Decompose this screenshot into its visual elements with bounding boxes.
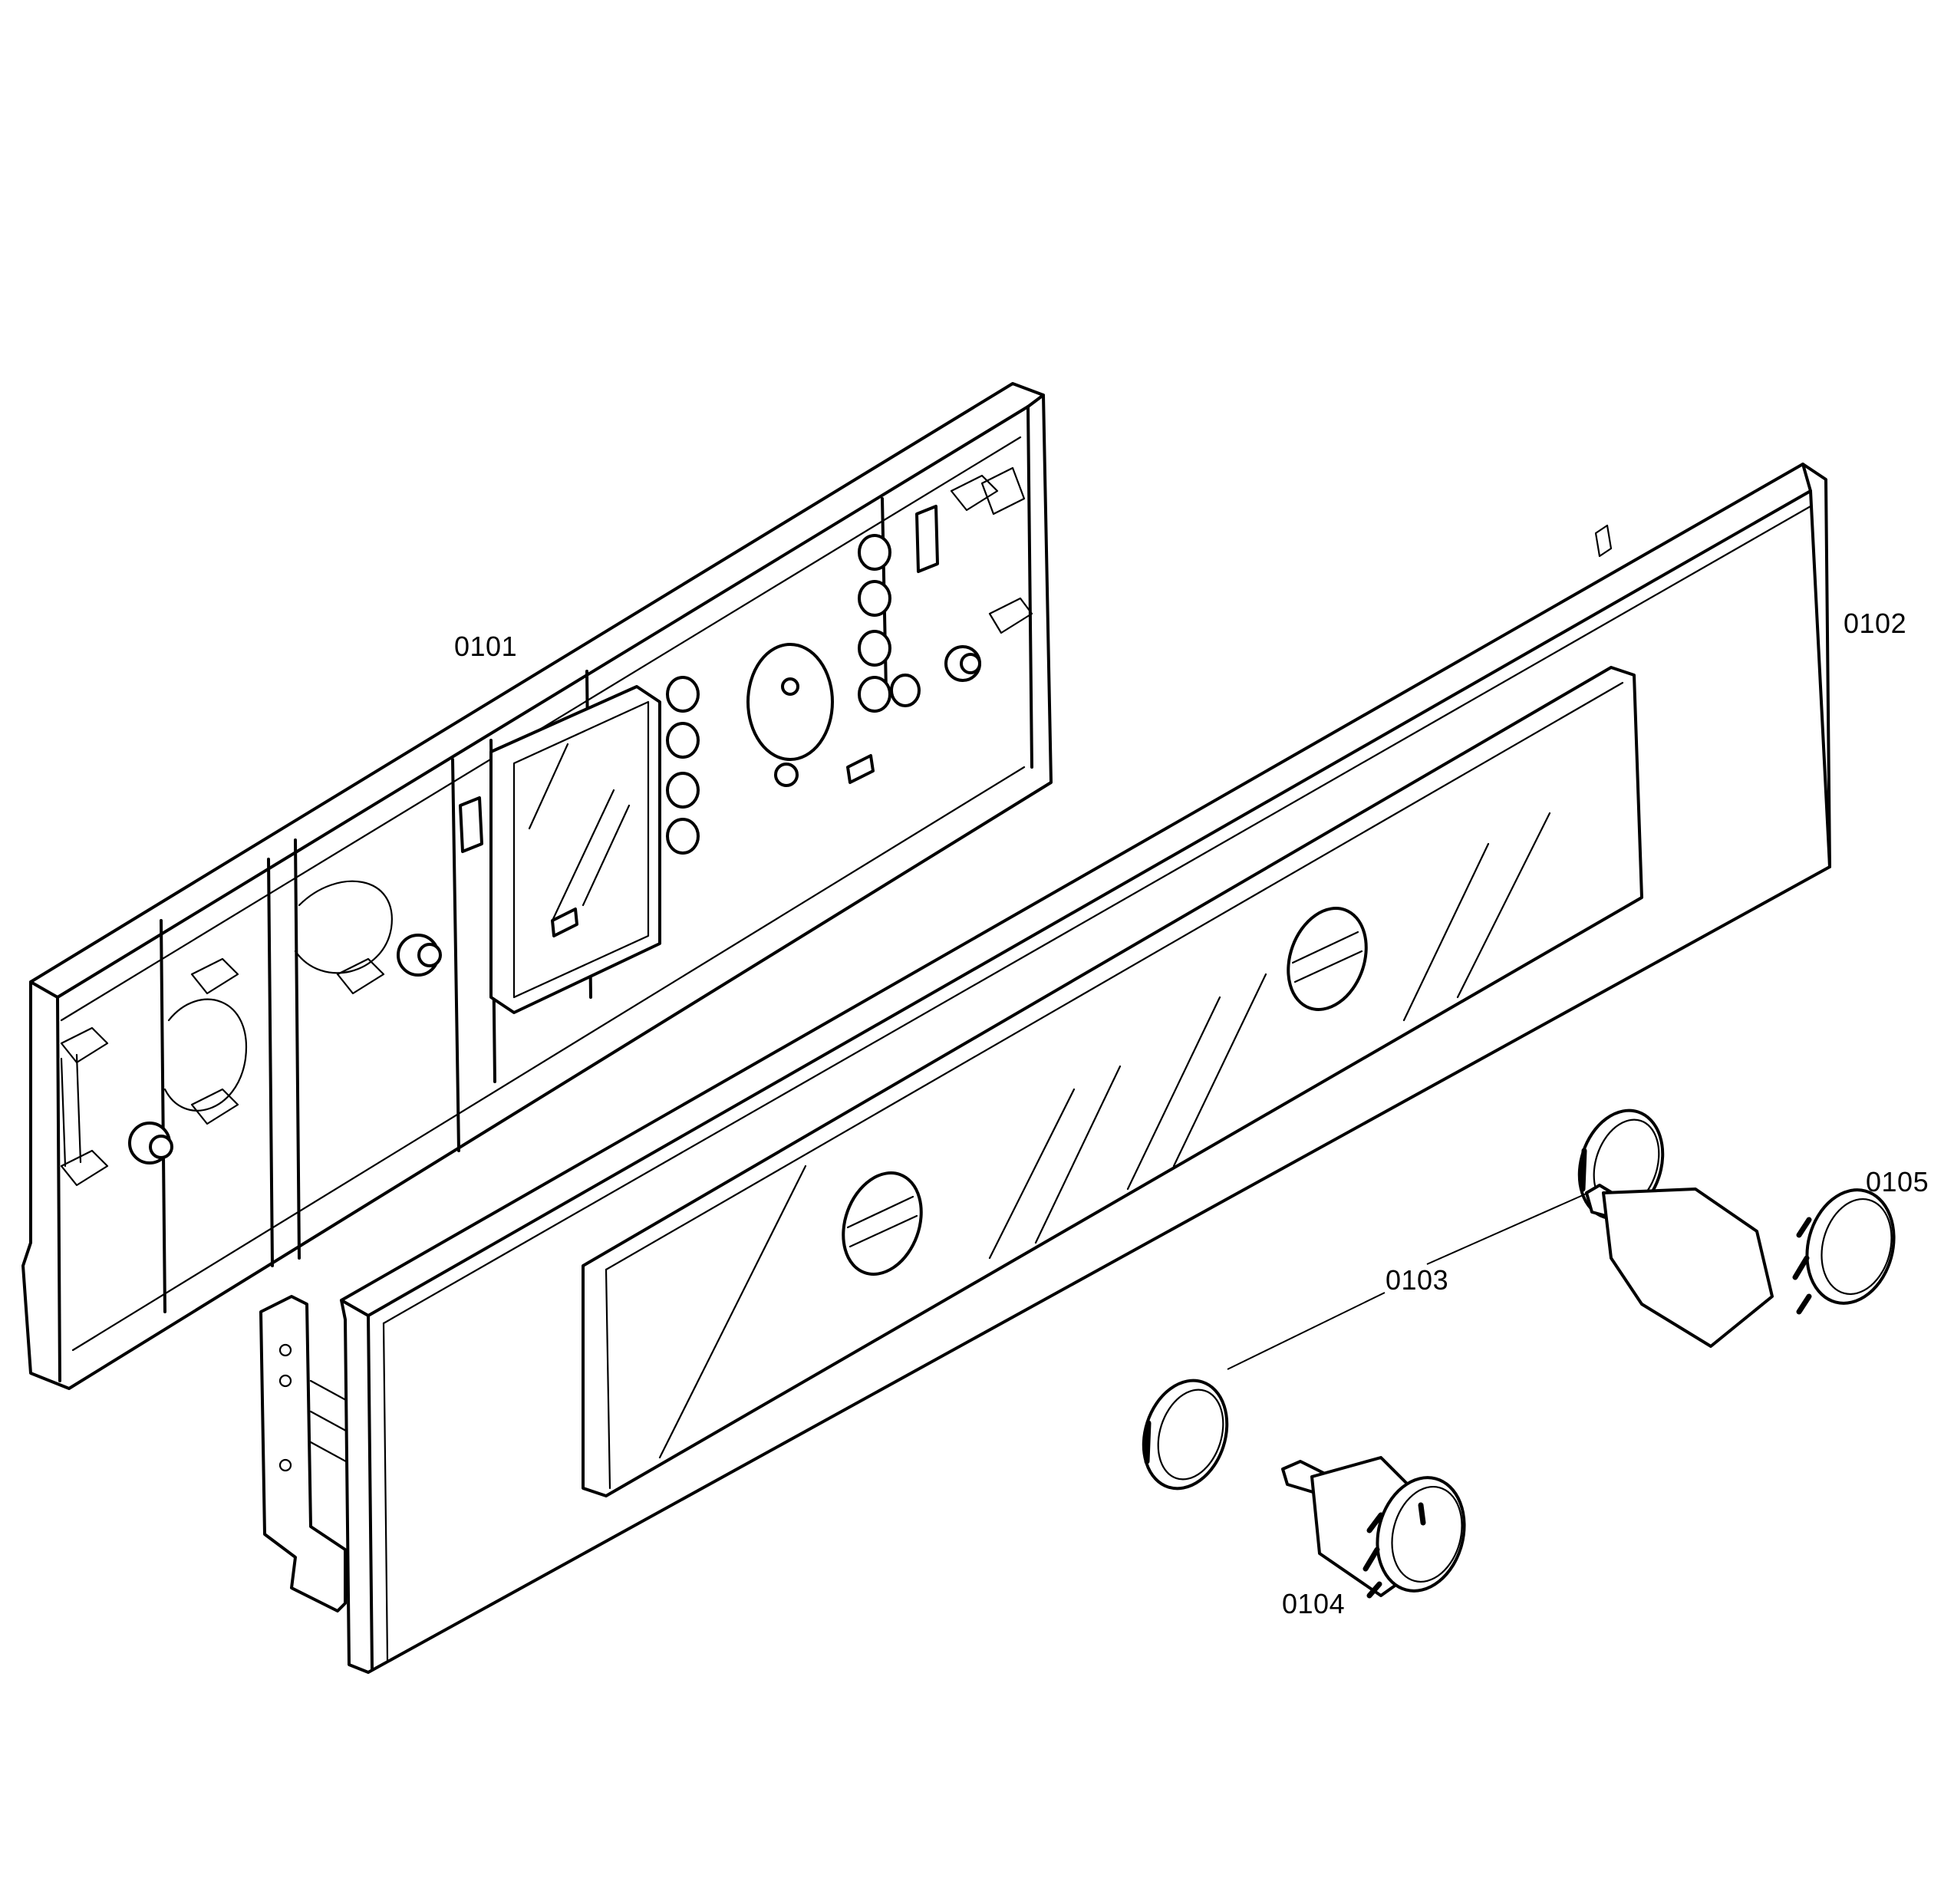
leader-0103-left — [1227, 1292, 1386, 1370]
button-bosses — [666, 534, 921, 855]
part-0101-rear-frame — [21, 382, 1053, 1390]
part-label-0103: 0103 — [1386, 1264, 1449, 1296]
part-0103-bezel-ring-left — [1142, 1379, 1229, 1491]
knob-opening-right — [1287, 907, 1368, 1011]
knob-opening-left — [842, 1171, 923, 1276]
part-label-0104: 0104 — [1282, 1588, 1346, 1619]
part-0104-knob-left — [1281, 1456, 1466, 1599]
leader-0103-right — [1426, 1192, 1589, 1265]
part-0105-knob-right — [1585, 1184, 1896, 1348]
part-label-0105: 0105 — [1866, 1166, 1929, 1197]
part-label-0102: 0102 — [1844, 608, 1907, 639]
part-label-0101: 0101 — [454, 631, 518, 662]
part-0102-front-fascia — [259, 463, 1831, 1674]
